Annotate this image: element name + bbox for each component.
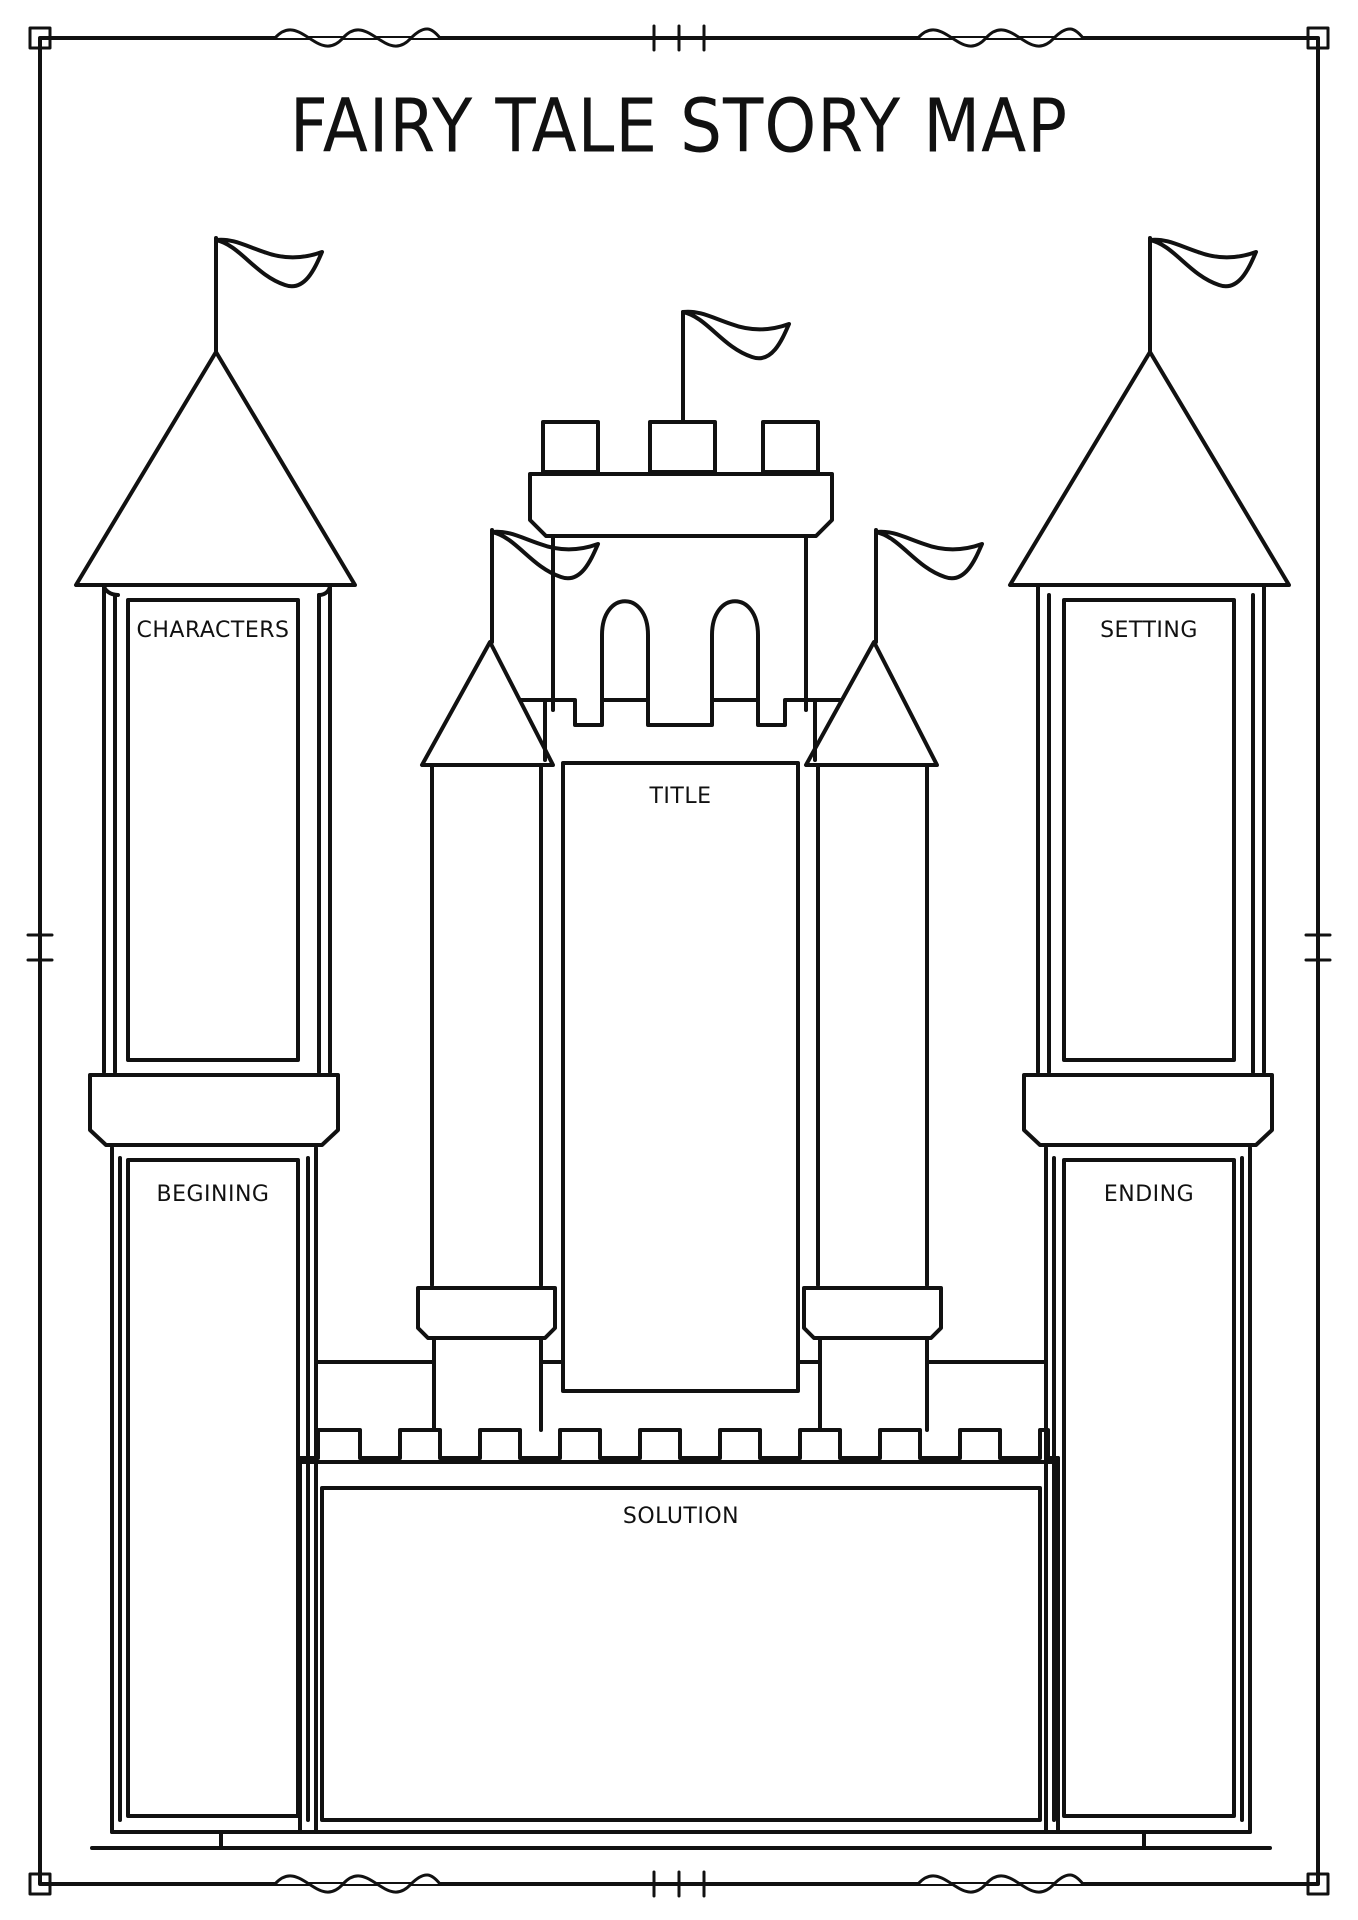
- left-turret: [416, 528, 600, 1432]
- castle-wall: [298, 1360, 1060, 1834]
- left-tower: [74, 236, 357, 1834]
- solution-label: SOLUTION: [622, 1504, 740, 1529]
- setting-label: SETTING: [1100, 618, 1198, 643]
- central-keep: [518, 309, 842, 1393]
- castle-base: [90, 1830, 1272, 1850]
- page-border: [28, 26, 1330, 1896]
- beginning-label: BEGINING: [156, 1182, 270, 1207]
- ending-label: ENDING: [1103, 1182, 1195, 1207]
- page-title: FAIRY TALE STORY MAP: [289, 83, 1069, 170]
- border-ornaments: [26, 24, 1332, 1898]
- right-tower: [1008, 236, 1291, 1834]
- title-label: TITLE: [649, 784, 712, 809]
- characters-label: CHARACTERS: [136, 618, 290, 643]
- right-turret: [802, 528, 984, 1432]
